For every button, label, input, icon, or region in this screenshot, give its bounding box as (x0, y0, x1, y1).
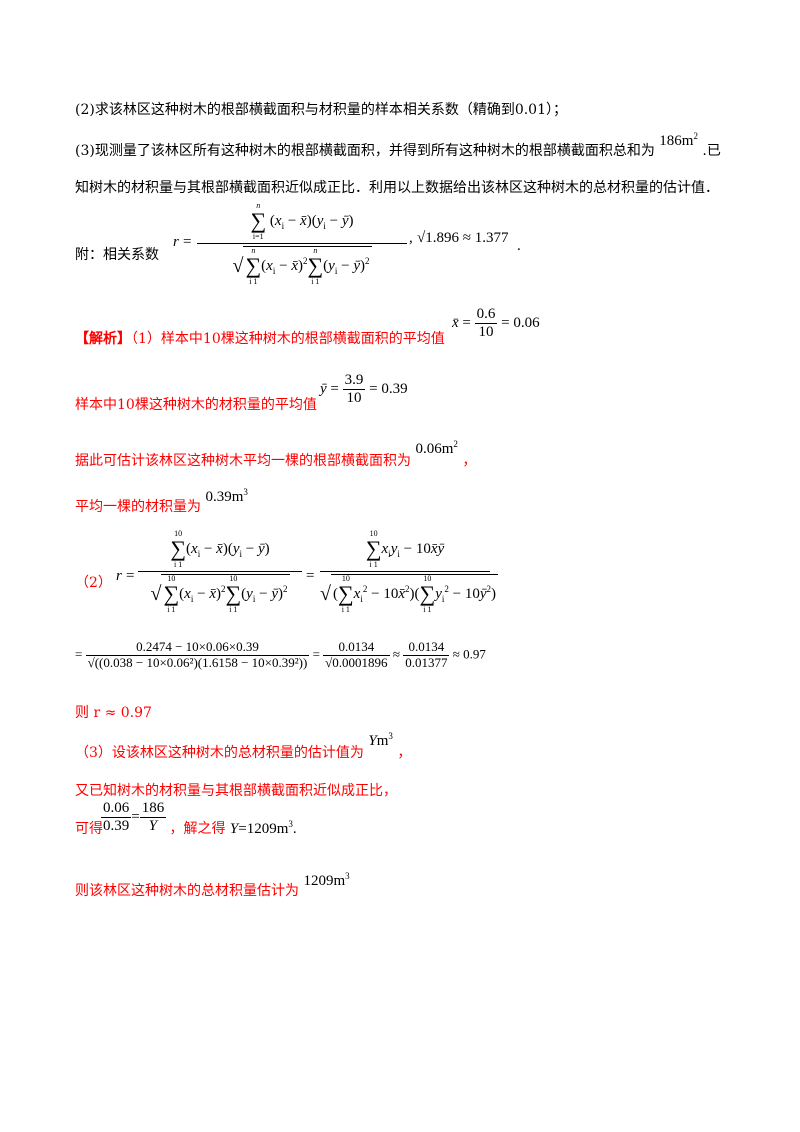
part3-intro: （3）设该林区这种树木的总材积量的估计值为 Ym3 ， (75, 731, 412, 761)
question-2: (2)求该林区这种树木的根部横截面积与材积量的样本相关系数（精确到0.01）； (75, 102, 568, 118)
question-3-line2: 知树木的材积量与其根部横截面积近似成正比．利用以上数据给出该林区这种树木的总材积… (75, 180, 719, 196)
part3-known: 又已知树木的材积量与其根部横截面积近似成正比， (75, 783, 397, 799)
total-area: 186m2 (659, 131, 698, 149)
part2-formula: r = 10∑i 1(xi − x̄)(yi − ȳ) √10∑i 1(xi −… (116, 529, 499, 614)
solution-p3: 据此可估计该林区这种树木平均一棵的根部横截面积为 0.06m2 ， (75, 439, 477, 469)
conclusion-r: 则 r ≈ 0.97 (75, 705, 152, 721)
solution-p4: 平均一棵的材积量为 0.39m3 (75, 487, 248, 515)
calculation-line: = 0.2474 − 10×0.06×0.39√((0.038 − 10×0.0… (75, 639, 486, 670)
part2-label: （2） (75, 575, 112, 591)
solution-p1: 【解析】（1）样本中10棵这种树木的根部横截面积的平均值 (75, 331, 445, 347)
final-answer: 则该林区这种树木的总材积量估计为 1209m3 (75, 871, 350, 899)
solution-p2: 样本中10棵这种树木的材积量的平均值 (75, 397, 317, 413)
question-3-line1: (3)现测量了该林区所有这种树木的根部横截面积，并得到所有这种树木的根部横截面积… (75, 131, 721, 159)
